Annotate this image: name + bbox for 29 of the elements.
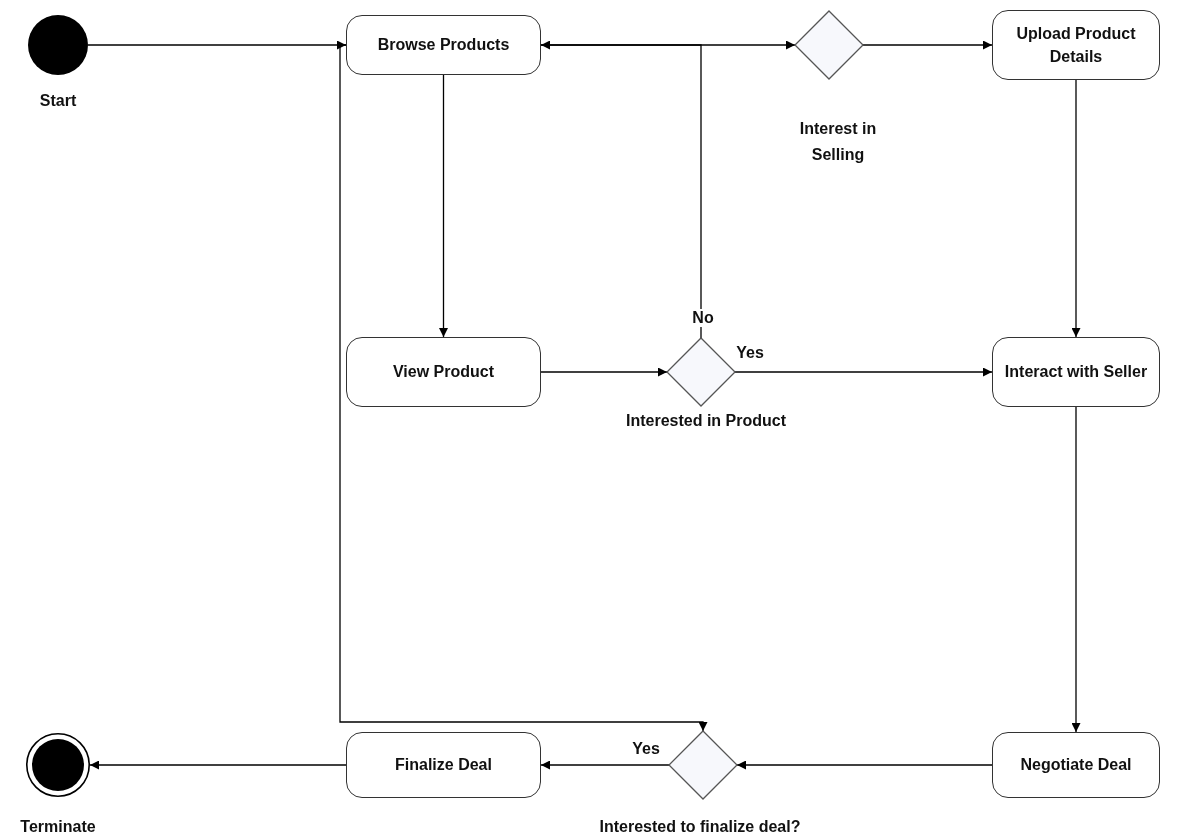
arrow: [1071, 406, 1081, 733]
activity-box: [346, 15, 541, 75]
arrow: [734, 367, 993, 377]
activity-box: [346, 732, 541, 798]
arrow: [1071, 79, 1081, 338]
activity-label: Negotiate Deal: [1020, 755, 1132, 776]
arrow: [339, 44, 708, 732]
activity-label: Interact with Seller: [1004, 362, 1148, 383]
node-label: Interest in Selling: [798, 119, 878, 165]
activity-box: [346, 337, 541, 407]
node-label: Interested to finalize deal?: [598, 817, 802, 837]
activity-label: View Product: [392, 362, 495, 383]
node-label: Terminate: [19, 817, 97, 837]
arrow: [540, 367, 668, 377]
activity-box: [992, 337, 1160, 407]
node-label: Interested in Product: [625, 411, 787, 431]
arrow: [439, 74, 448, 338]
arrow: [89, 760, 347, 770]
activity-label: Finalize Deal: [395, 755, 492, 776]
activity-box: [992, 10, 1160, 80]
activity-box: [992, 732, 1160, 798]
arrow: [540, 760, 670, 770]
node-label: Start: [38, 91, 78, 111]
arrow: [540, 40, 702, 339]
arrow: [736, 760, 993, 770]
edge-label: No: [690, 309, 716, 327]
activity-label: Upload Product Details: [1015, 23, 1137, 67]
activity-label: Browse Products: [377, 35, 510, 56]
arrow: [862, 40, 993, 50]
